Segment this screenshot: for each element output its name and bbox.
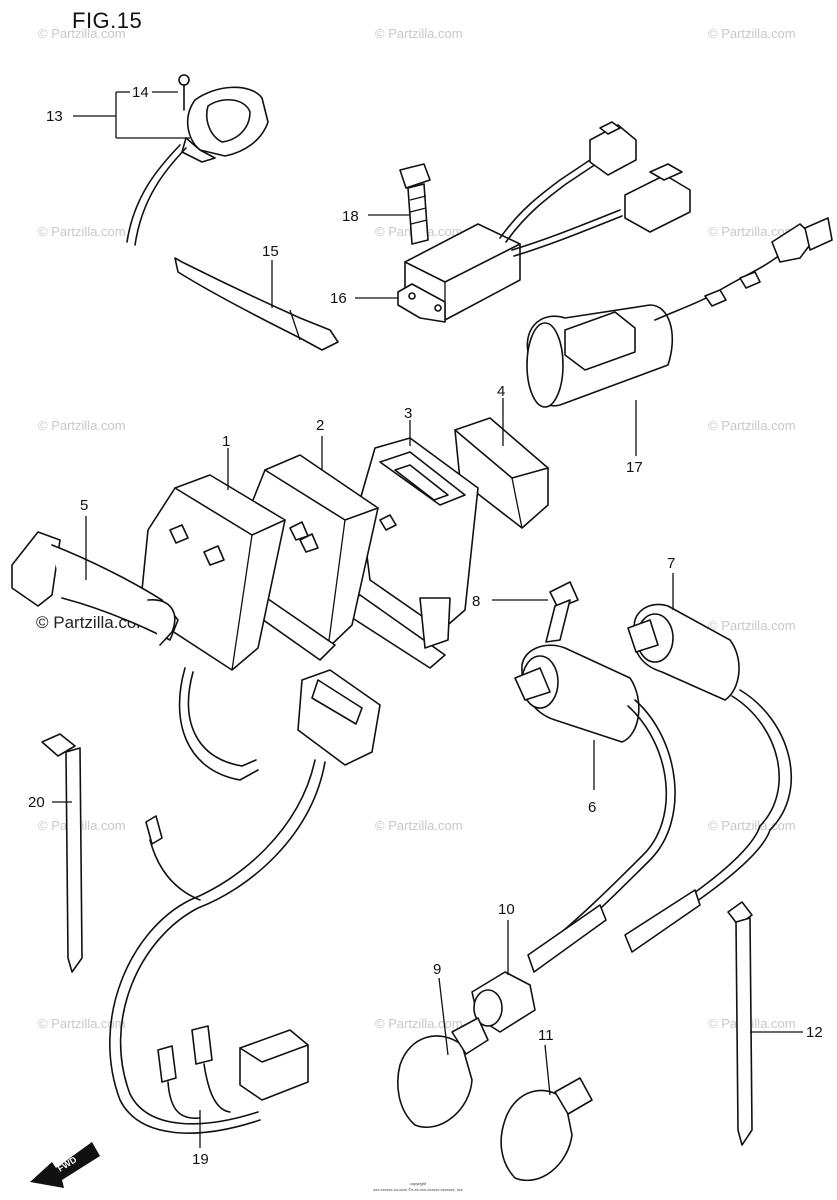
part-7-coil — [624, 603, 793, 953]
watermark: © Partzilla.com — [38, 1016, 126, 1031]
callout-19: 19 — [192, 1151, 209, 1168]
callout-numbers: 1 2 3 4 5 6 7 8 9 10 11 12 13 14 15 16 1… — [28, 84, 823, 1168]
part-10-cap — [471, 971, 536, 1033]
callout-17: 17 — [626, 459, 643, 476]
callout-14: 14 — [132, 84, 149, 101]
part-14-screw — [178, 74, 190, 111]
callout-16: 16 — [330, 290, 347, 307]
figure-title: FIG.15 — [72, 8, 143, 33]
watermark: © Partzilla.com — [375, 818, 463, 833]
watermark: © Partzilla.com — [38, 418, 126, 433]
callout-11: 11 — [538, 1027, 554, 1044]
callout-1: 1 — [222, 433, 230, 450]
callout-13: 13 — [46, 108, 63, 125]
watermark: © Partzilla.com — [708, 26, 796, 41]
leader-lines — [52, 91, 803, 1148]
watermark: © Partzilla.com — [708, 618, 796, 633]
part-11-cap — [500, 1077, 593, 1182]
watermark: © Partzilla.com — [38, 818, 126, 833]
part-8-bolt — [545, 581, 579, 643]
part-20-tie — [41, 733, 83, 973]
callout-6: 6 — [588, 799, 596, 816]
callout-18: 18 — [342, 208, 359, 225]
part-15-band — [174, 257, 339, 351]
part-16-unit — [397, 121, 691, 323]
copyright-line-2: xxx-xxxxxx-xx-xxxx ©x-xx-xxx-xxxxxx-xxxx… — [373, 1187, 463, 1192]
part-4-plate — [454, 417, 549, 529]
callout-3: 3 — [404, 405, 412, 422]
watermark: © Partzilla.com — [708, 224, 796, 239]
callout-12: 12 — [806, 1024, 823, 1041]
callout-4: 4 — [497, 383, 505, 400]
copyright-line-1: copyright — [410, 1181, 427, 1186]
callout-10: 10 — [498, 901, 515, 918]
part-12-tie — [727, 901, 753, 1146]
watermark: © Partzilla.com — [708, 818, 796, 833]
part-17-canister — [526, 217, 833, 408]
watermark: © Partzilla.com — [38, 26, 126, 41]
part-6-coil — [514, 644, 676, 973]
watermark: © Partzilla.com — [708, 1016, 796, 1031]
part-5-bracket — [11, 531, 179, 646]
part-9-cap — [397, 1017, 489, 1128]
fwd-arrow-icon: FWD — [30, 1142, 100, 1188]
watermark: © Partzilla.com — [375, 1016, 463, 1031]
watermark: © Partzilla.com — [708, 418, 796, 433]
callout-20: 20 — [28, 794, 45, 811]
callout-7: 7 — [667, 555, 675, 572]
watermark: © Partzilla.com — [375, 26, 463, 41]
watermark: © Partzilla.com — [38, 224, 126, 239]
callout-9: 9 — [433, 961, 441, 978]
part-3-module — [339, 437, 479, 669]
callout-8: 8 — [472, 593, 480, 610]
part-13-switch — [126, 86, 269, 246]
callout-15: 15 — [262, 243, 279, 260]
part-18-bolt — [399, 163, 431, 245]
callout-2: 2 — [316, 417, 324, 434]
callout-5: 5 — [80, 497, 88, 514]
part-19-harness — [109, 669, 381, 1134]
